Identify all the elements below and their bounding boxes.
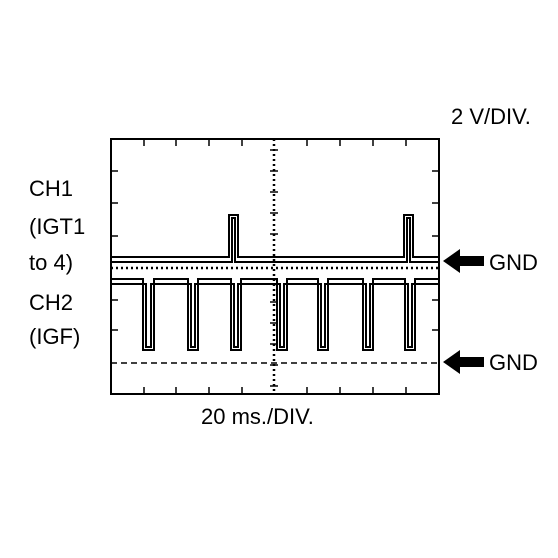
arrow-left-icon	[443, 350, 484, 374]
horizontal-scale-label: 20 ms./DIV.	[201, 404, 314, 429]
ch1-label-line1: CH1	[29, 176, 74, 201]
gnd-label-ch1: GND	[489, 250, 538, 275]
ch1-trace-inner	[111, 217, 439, 263]
center-vertical-ticks	[270, 149, 278, 387]
vertical-scale-label: 2 V/DIV.	[451, 104, 531, 129]
ch1-label-line3: to 4)	[29, 250, 74, 275]
ch2-trace-inner	[111, 283, 439, 348]
ch2-trace	[111, 278, 439, 351]
ch2-label-line1: CH2	[29, 290, 74, 315]
ch1-trace	[111, 214, 439, 258]
ch2-label-line2: (IGF)	[29, 324, 81, 349]
gnd-label-ch2: GND	[489, 350, 538, 375]
arrow-left-icon	[443, 249, 484, 273]
ch1-label-line2: (IGT1	[29, 214, 86, 239]
frame-ticks	[111, 139, 439, 394]
